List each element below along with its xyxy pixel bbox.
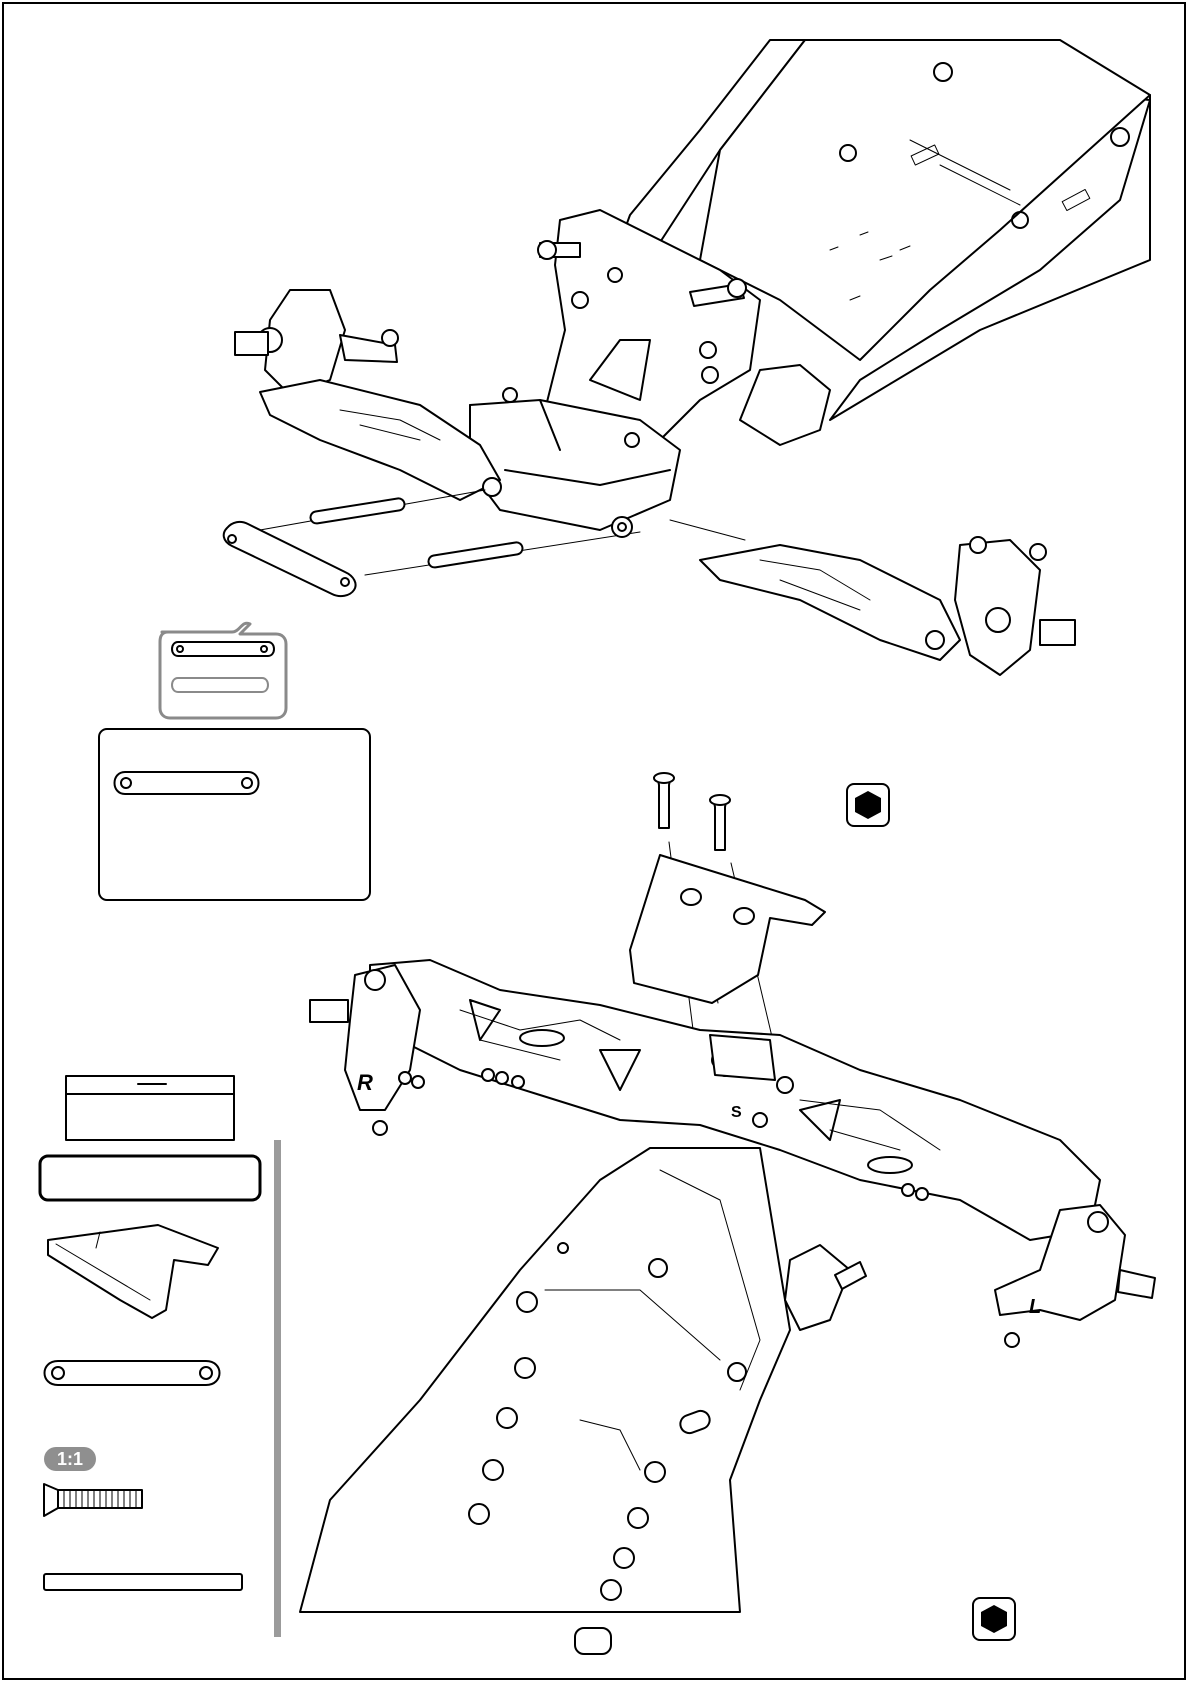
bag-label-box xyxy=(40,1156,260,1200)
section-divider xyxy=(274,1140,281,1637)
part-skid-plate xyxy=(48,1225,218,1318)
scale-badge: 1:1 xyxy=(44,1447,96,1471)
part-countersunk-screw xyxy=(44,1484,58,1516)
part-hinge-pin xyxy=(44,1574,242,1590)
part-tie-bar xyxy=(45,1361,220,1385)
page-number-box xyxy=(574,1627,612,1655)
part-code-box xyxy=(66,1076,234,1140)
